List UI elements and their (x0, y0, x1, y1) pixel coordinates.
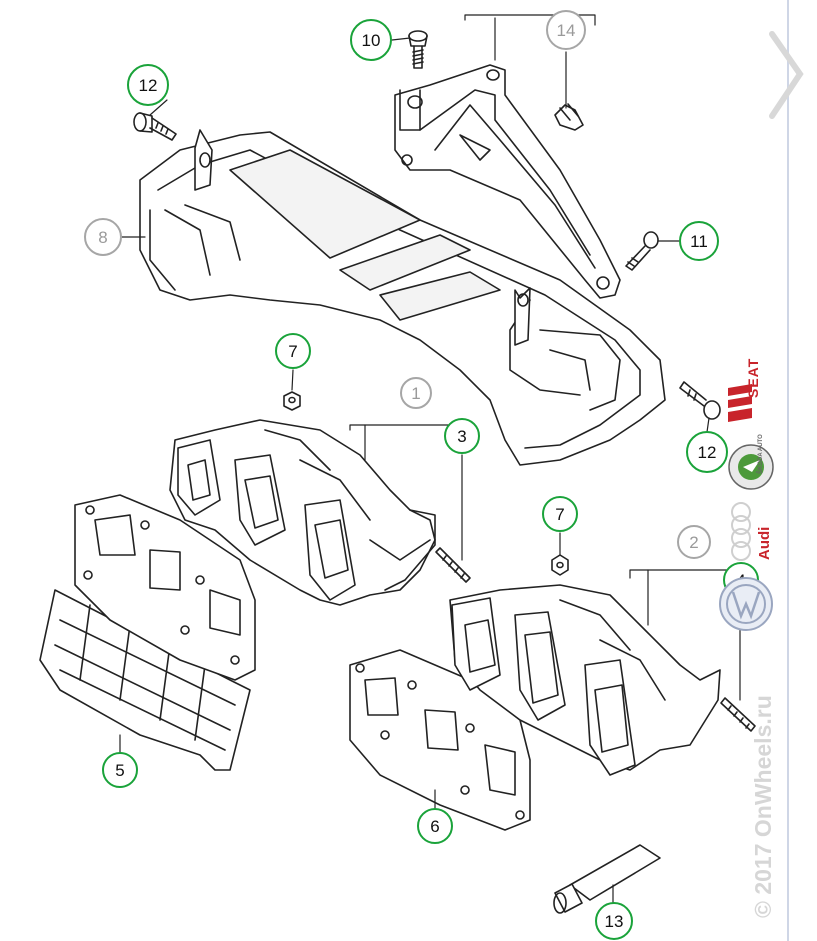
audi-wordmark: Audi (756, 526, 773, 560)
svg-text:3: 3 (457, 427, 466, 446)
vw-logo (719, 577, 773, 631)
svg-text:8: 8 (98, 228, 107, 247)
svg-text:14: 14 (557, 21, 576, 40)
callout-11: 11 (679, 221, 719, 261)
svg-text:1: 1 (411, 384, 420, 403)
svg-text:6: 6 (430, 817, 439, 836)
callout-2: 2 (677, 525, 711, 559)
heat-shield-part (139, 129, 666, 466)
bolt-12-bottom-part (679, 381, 721, 420)
heat-guard-part (39, 589, 251, 771)
svg-text:10: 10 (362, 31, 381, 50)
callout-7-right: 7 (542, 496, 578, 532)
svg-text:7: 7 (288, 342, 297, 361)
stud-3-part (435, 547, 471, 583)
callout-7-left: 7 (275, 333, 311, 369)
svg-text:13: 13 (605, 912, 624, 931)
gasket-left-part (74, 494, 256, 681)
seat-wordmark: SEAT (745, 357, 761, 398)
svg-text:5: 5 (115, 761, 124, 780)
callout-6: 6 (417, 808, 453, 844)
callout-13: 13 (595, 902, 633, 940)
callout-1: 1 (400, 377, 432, 409)
svg-text:2: 2 (689, 533, 698, 552)
skoda-wordmark: ŠKODA AUTO (758, 434, 764, 474)
callout-12-top: 12 (127, 64, 169, 106)
stud-4-part (720, 697, 756, 732)
seat-logo (728, 384, 752, 422)
callout-10: 10 (350, 19, 392, 61)
audi-logo (731, 502, 751, 561)
callout-5: 5 (102, 752, 138, 788)
site-watermark: © 2017 OnWheels.ru (750, 695, 776, 918)
nut-7-left-part (283, 391, 301, 411)
callout-14: 14 (546, 10, 586, 50)
callout-12-bottom: 12 (686, 431, 728, 473)
svg-text:7: 7 (555, 505, 564, 524)
paste-tube-part (553, 844, 661, 914)
manifold-left-part (169, 419, 436, 606)
callout-8: 8 (84, 218, 122, 256)
svg-text:12: 12 (139, 76, 158, 95)
gasket-right-part (349, 649, 531, 831)
bolt-11-part (625, 231, 659, 271)
manifold-right-part (449, 584, 721, 776)
bolt-10-part (408, 30, 428, 69)
svg-text:11: 11 (690, 232, 708, 251)
clip-part (554, 103, 584, 131)
svg-text:12: 12 (698, 443, 717, 462)
bracket-part (394, 64, 621, 299)
skoda-logo (728, 444, 774, 490)
nut-7-right-part (551, 554, 569, 576)
bolt-12-top-part (133, 112, 177, 141)
chevron-right-icon[interactable] (769, 31, 804, 119)
callout-3: 3 (444, 418, 480, 454)
